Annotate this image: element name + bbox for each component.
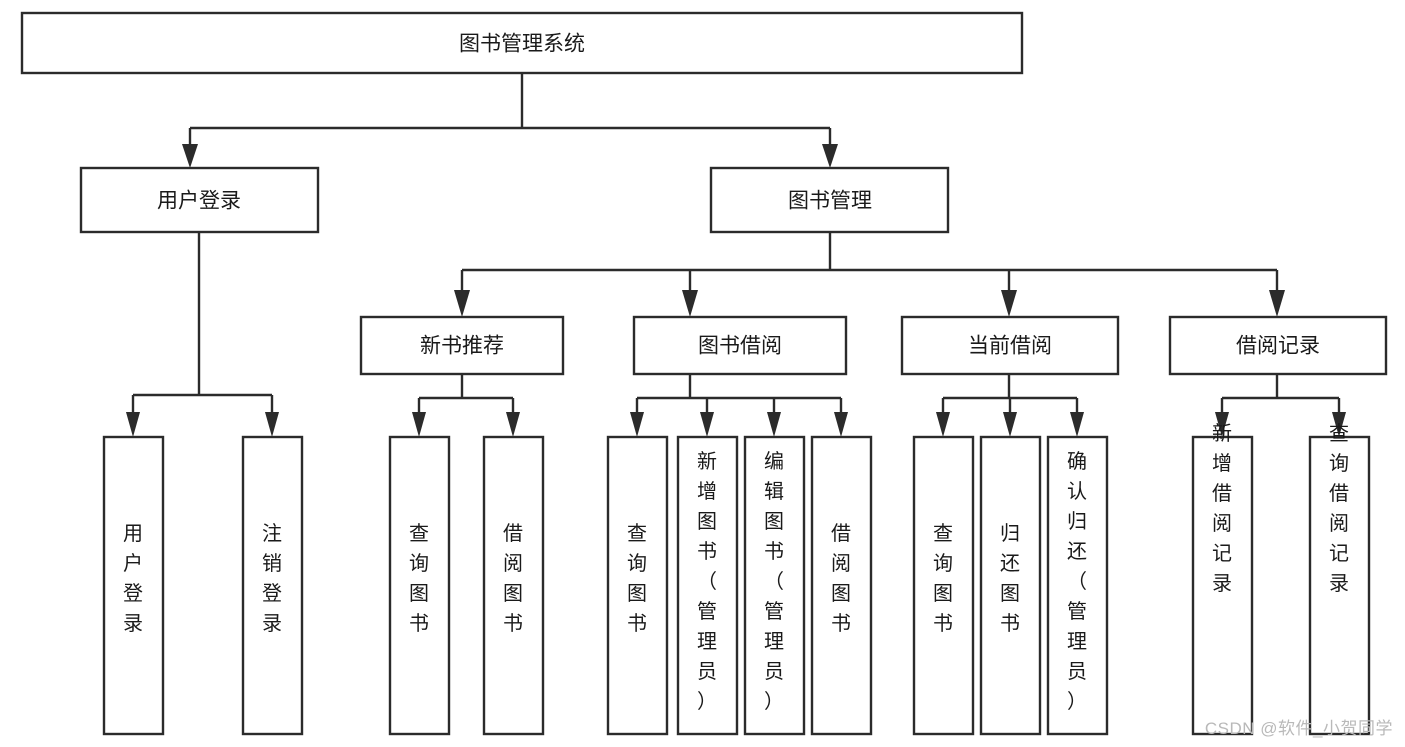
arrow-head-leaf-query-book-1 [412,412,426,437]
arrow-head-leaf-user-login [126,412,140,437]
node-leaf-user-login-box[interactable] [102,435,165,736]
node-book-manage-label: 图书管理 [788,190,872,213]
node-new-book-rec[interactable]: 新书推荐 [359,315,565,376]
node-leaf-confirm-return[interactable]: 确认归还（管理员） [1046,435,1109,736]
node-leaf-query-book-3-label: 查询图书 [933,522,953,635]
node-leaf-edit-book[interactable]: 编辑图书（管理员） [743,435,806,736]
node-book-borrow-label: 图书借阅 [698,335,782,358]
node-leaf-query-record-box[interactable] [1308,435,1371,736]
node-leaf-logout-label: 注销登录 [262,522,282,635]
arrow-head-leaf-return-book [1003,412,1017,437]
node-leaf-borrow-book-1-label: 借阅图书 [503,522,523,635]
csdn-watermark: CSDN @软件_小贺同学 [1204,719,1393,738]
node-borrow-record[interactable]: 借阅记录 [1168,315,1388,376]
arrow-head-leaf-borrow-book-2 [834,412,848,437]
arrow-head-leaf-edit-book [767,412,781,437]
node-leaf-borrow-book-2-label: 借阅图书 [831,522,851,635]
node-leaf-edit-book-label: 编辑图书（管理员） [764,450,784,713]
node-leaf-query-record-label: 查询借阅记录 [1329,422,1349,595]
node-leaf-query-record[interactable]: 查询借阅记录 [1308,422,1371,736]
node-new-book-rec-box[interactable] [359,315,565,376]
node-leaf-logout-box[interactable] [241,435,304,736]
node-new-book-rec-label: 新书推荐 [420,335,504,358]
node-leaf-confirm-return-box[interactable] [1046,435,1109,736]
node-leaf-add-book[interactable]: 新增图书（管理员） [676,435,739,736]
node-user-login-label: 用户登录 [157,190,241,213]
node-root-box[interactable] [20,11,1024,75]
node-borrow-record-label: 借阅记录 [1236,335,1320,358]
node-leaf-query-book-2-box[interactable] [606,435,669,736]
arrow-head-current-borrow [1001,290,1017,317]
node-leaf-query-book-2[interactable]: 查询图书 [606,435,669,736]
node-leaf-query-book-2-label: 查询图书 [627,522,647,635]
node-leaf-confirm-return-label: 确认归还（管理员） [1067,450,1087,713]
node-leaf-edit-book-box[interactable] [743,435,806,736]
node-user-login[interactable]: 用户登录 [79,166,320,234]
node-book-manage-box[interactable] [709,166,950,234]
node-leaf-add-record-label: 新增借阅记录 [1212,422,1232,595]
arrow-head-leaf-add-record [1215,412,1229,437]
node-leaf-query-book-1[interactable]: 查询图书 [388,435,451,736]
arrow-head-leaf-logout [265,412,279,437]
node-book-borrow[interactable]: 图书借阅 [632,315,848,376]
node-leaf-query-book-1-box[interactable] [388,435,451,736]
node-current-borrow-box[interactable] [900,315,1120,376]
node-leaf-borrow-book-1[interactable]: 借阅图书 [482,435,545,736]
arrow-head-leaf-query-book-3 [936,412,950,437]
arrow-head-leaf-query-book-2 [630,412,644,437]
arrow-head-borrow-record [1269,290,1285,317]
connector-layer [126,73,1346,437]
node-leaf-add-record[interactable]: 新增借阅记录 [1191,422,1254,736]
node-leaf-return-book[interactable]: 归还图书 [979,435,1042,736]
node-book-borrow-box[interactable] [632,315,848,376]
node-leaf-query-book-3[interactable]: 查询图书 [912,435,975,736]
node-current-borrow-label: 当前借阅 [968,335,1052,358]
arrow-head-book-manage [822,144,838,168]
node-root-label: 图书管理系统 [459,33,585,56]
node-leaf-user-login-label: 用户登录 [123,523,143,635]
node-root[interactable]: 图书管理系统 [20,11,1024,75]
arrow-head-leaf-add-book [700,412,714,437]
node-leaf-query-book-3-box[interactable] [912,435,975,736]
node-leaf-return-book-label: 归还图书 [1000,522,1020,635]
node-leaf-add-book-box[interactable] [676,435,739,736]
node-user-login-box[interactable] [79,166,320,234]
node-current-borrow[interactable]: 当前借阅 [900,315,1120,376]
arrow-head-user-login [182,144,198,168]
node-leaf-borrow-book-2[interactable]: 借阅图书 [810,435,873,736]
node-leaf-user-login[interactable]: 用户登录 [102,435,165,736]
arrow-head-new-book-rec [454,290,470,317]
node-leaf-add-book-label: 新增图书（管理员） [697,450,717,713]
arrow-head-book-borrow [682,290,698,317]
node-leaf-borrow-book-1-box[interactable] [482,435,545,736]
arrow-head-leaf-query-record [1332,412,1346,437]
node-leaf-query-book-1-label: 查询图书 [409,522,429,635]
arrow-head-leaf-borrow-book-1 [506,412,520,437]
node-leaf-return-book-box[interactable] [979,435,1042,736]
node-leaf-borrow-book-2-box[interactable] [810,435,873,736]
node-book-manage[interactable]: 图书管理 [709,166,950,234]
arrow-head-leaf-confirm-return [1070,412,1084,437]
node-leaf-add-record-box[interactable] [1191,435,1254,736]
node-borrow-record-box[interactable] [1168,315,1388,376]
node-leaf-logout[interactable]: 注销登录 [241,435,304,736]
